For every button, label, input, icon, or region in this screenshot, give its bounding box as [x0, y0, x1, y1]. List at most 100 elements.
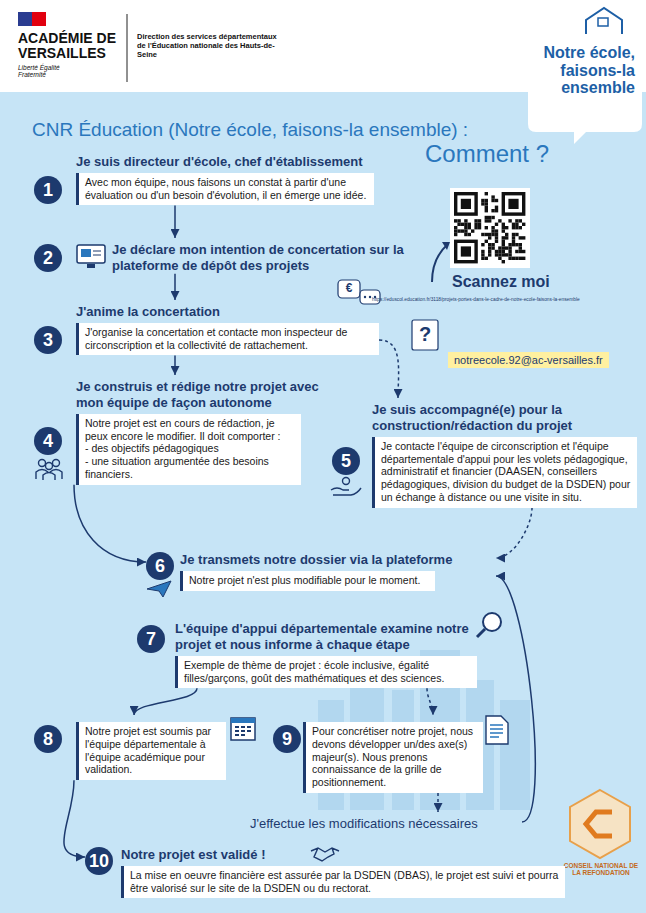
qr-module	[491, 209, 494, 212]
speech-bubble	[338, 280, 360, 298]
step-heading: Je construis et rédige notre projet avec…	[76, 379, 334, 411]
cnr-mark	[586, 812, 612, 836]
process-step: 8Notre projet est soumis par l'équipe dé…	[34, 715, 259, 780]
url-text: https://eduscol.education.fr/3118/projet…	[372, 297, 644, 302]
qr-module	[464, 233, 467, 236]
text-panel: J'organise la concertation et contacte m…	[76, 323, 379, 356]
qr-module	[508, 253, 511, 256]
logo-red	[32, 12, 46, 26]
qr-module	[485, 257, 488, 260]
step-icon	[230, 715, 256, 745]
body-text: J'organise la concertation et contacte m…	[85, 326, 373, 352]
qr-module	[512, 257, 515, 260]
qr-module	[481, 257, 484, 260]
qr-module	[522, 250, 525, 253]
step-heading: Je suis directeur d'école, chef d'établi…	[76, 154, 419, 170]
magnifier-icon	[477, 613, 501, 637]
flow-arrow	[174, 355, 176, 375]
qr-module	[485, 240, 488, 243]
qr-module	[471, 229, 474, 232]
qr-module	[495, 233, 498, 236]
qr-module	[474, 226, 477, 229]
node-content: Je construis et rédige notre projet avec…	[76, 379, 334, 485]
flow-arrow	[437, 793, 439, 812]
text-panel: Notre projet est soumis par l'équipe dép…	[76, 722, 226, 780]
qr-module	[485, 209, 488, 212]
node-content: J'effectue les modifications nécessaires	[250, 816, 522, 832]
process-step: J'effectue les modifications nécessaires	[250, 812, 522, 832]
node-content: L'équipe d'appui départementale examine …	[175, 621, 477, 688]
qr-module	[502, 243, 505, 246]
building	[500, 700, 530, 810]
text-panel: Notre projet n'est plus modifiable pour …	[180, 571, 435, 591]
qr-module	[464, 223, 467, 226]
node-content: Je transmets notre dossier via la platef…	[180, 552, 496, 591]
qr-module	[508, 246, 511, 249]
qr-module	[515, 257, 518, 260]
callout-number: 9	[273, 725, 301, 753]
step-heading: L'équipe d'appui départementale examine …	[175, 621, 477, 653]
qr-module	[454, 219, 457, 222]
qr-module	[478, 219, 481, 222]
qr-module	[502, 192, 526, 216]
qr-module	[495, 240, 498, 243]
qr-module	[502, 226, 505, 229]
body-text: Notre projet n'est plus modifiable pour …	[189, 574, 429, 587]
body-text: Je contacte l'équipe de circonscription …	[381, 440, 631, 504]
qr-module	[495, 209, 498, 212]
qr-module	[464, 229, 467, 232]
institution-name: ACADÉMIE DE VERSAILLES	[18, 31, 123, 62]
flow-arrow	[174, 205, 176, 238]
qr-module	[502, 223, 505, 226]
dot	[364, 296, 366, 298]
node-content: Notre projet est validé !La mise en oeuv…	[121, 847, 565, 898]
qr-module	[454, 192, 478, 216]
decor-shape	[93, 255, 101, 256]
qr-module	[495, 206, 498, 209]
process-step: 5Je suis accompagné(e) pour la construct…	[332, 398, 637, 508]
qr-module	[457, 195, 474, 212]
qr-module	[515, 223, 518, 226]
qr-module	[512, 236, 515, 239]
qr-module	[481, 199, 484, 202]
qr-module	[485, 206, 488, 209]
callout-number: 6	[146, 552, 174, 580]
step-icon	[76, 244, 106, 274]
qr-module	[495, 223, 498, 226]
qr-module	[495, 229, 498, 232]
question-mark: ?	[412, 323, 438, 346]
prompt-heading: Comment ?	[425, 140, 565, 168]
dot	[369, 296, 371, 298]
qr-module	[505, 195, 522, 212]
decor-shape	[36, 470, 62, 481]
process-step: 9Pour concrétiser notre projet, nous dev…	[273, 715, 513, 793]
qr-module	[508, 250, 511, 253]
qr-module	[498, 246, 501, 249]
qr-module	[505, 226, 508, 229]
qr-module	[481, 233, 484, 236]
slogan-bubble	[528, 8, 642, 144]
process-step: 10Notre projet est validé !La mise en oe…	[85, 843, 565, 898]
step-heading: Je déclare mon intention de concertation…	[112, 242, 424, 274]
handle	[477, 629, 485, 637]
qr-module	[495, 236, 498, 239]
flow-arrow	[496, 576, 535, 822]
body-text: Notre projet est en cours de rédaction, …	[85, 417, 295, 443]
qr-module	[461, 246, 471, 256]
qr-module	[478, 226, 481, 229]
decor-shape	[343, 478, 350, 485]
step-icon	[310, 845, 340, 867]
qr-module	[505, 233, 508, 236]
qr-module	[485, 199, 488, 202]
department-name: Direction des services départementaux de…	[137, 32, 277, 59]
qr-module	[491, 195, 494, 198]
qr-module	[502, 229, 505, 232]
qr-module	[508, 243, 511, 246]
qr-module	[502, 260, 505, 263]
step-icon	[146, 580, 172, 602]
qr-module	[488, 250, 491, 253]
qr-module	[508, 199, 518, 209]
qr-module	[454, 240, 478, 264]
process-step: 7L'équipe d'appui départementale examine…	[137, 617, 477, 688]
qr-module	[481, 243, 484, 246]
